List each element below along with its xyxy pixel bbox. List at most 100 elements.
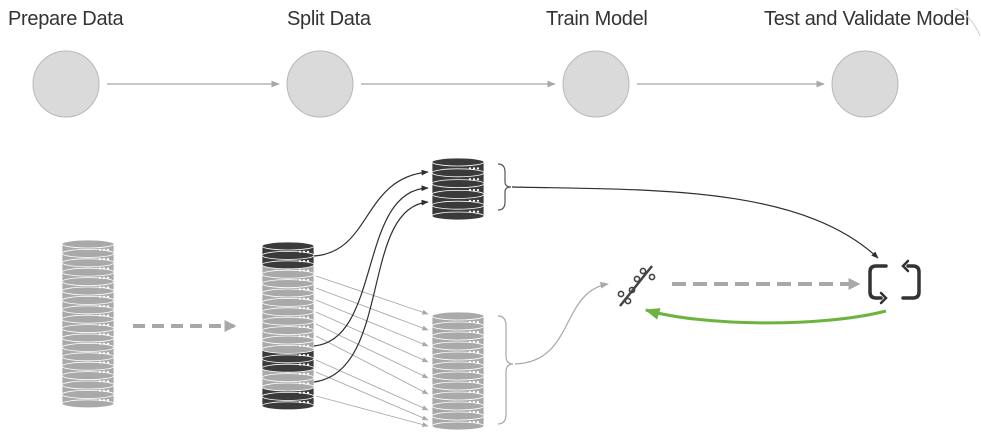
- disk-dot: [98, 352, 102, 355]
- split-arrow: [315, 311, 429, 363]
- full-dataset-icon: [61, 239, 115, 409]
- train-to-model-arrow: [511, 186, 879, 259]
- disk-dot: [98, 333, 102, 336]
- disk-dot: [476, 199, 480, 202]
- disk-dot: [468, 390, 472, 394]
- disk-dot: [302, 325, 306, 328]
- disk-dot: [102, 342, 106, 345]
- disk-dot: [98, 370, 102, 373]
- disk-dot: [102, 258, 106, 261]
- disk-dot: [298, 288, 302, 291]
- disk-dot: [298, 260, 302, 263]
- disk-dot: [476, 330, 480, 334]
- disk-dot: [468, 188, 472, 192]
- percent-icon: [617, 265, 656, 307]
- disk-dot: [306, 401, 310, 404]
- split-arrow: [315, 359, 429, 411]
- step-circle-prepare-data: [32, 50, 100, 118]
- disk-dot: [302, 307, 306, 310]
- disk-dot: [106, 258, 110, 261]
- disk-dot: [306, 382, 310, 385]
- disk-dot: [468, 350, 472, 354]
- step-circle-split-data: [286, 50, 354, 118]
- disk-dot: [472, 340, 476, 344]
- disk-dot: [306, 278, 310, 281]
- disk-dot: [102, 380, 106, 383]
- disk-dot: [106, 370, 110, 373]
- disk-dot: [468, 340, 472, 344]
- disk-dot: [98, 399, 102, 402]
- disk-dot: [306, 297, 310, 300]
- step-circle-train-model: [562, 50, 630, 118]
- disk-dot: [468, 330, 472, 334]
- disk-dot: [306, 344, 310, 347]
- disk-dot: [106, 276, 110, 279]
- disk-dot: [98, 314, 102, 317]
- disk-dot: [106, 361, 110, 364]
- disk-dot: [298, 382, 302, 385]
- disk-dot: [98, 286, 102, 289]
- disk-dot: [102, 361, 106, 364]
- disk-dot: [298, 344, 302, 347]
- disk-dot: [102, 248, 106, 251]
- disk-dot: [472, 400, 476, 404]
- disk-dot: [98, 323, 102, 326]
- disk-dot: [298, 297, 302, 300]
- disk-dot: [472, 330, 476, 334]
- disk-dot: [302, 363, 306, 366]
- disk-dot: [302, 288, 306, 291]
- disk-dot: [298, 391, 302, 394]
- disk-dot: [472, 210, 476, 213]
- disk-dot: [302, 316, 306, 319]
- split-arrow: [315, 395, 429, 427]
- disk-dot: [98, 248, 102, 251]
- disk-dot: [306, 391, 310, 394]
- disk-dot: [106, 399, 110, 402]
- disk-dot: [302, 297, 306, 300]
- disk-dot: [106, 314, 110, 317]
- disk-dot: [306, 363, 310, 366]
- database-top: [61, 239, 115, 249]
- disk-dot: [476, 320, 480, 324]
- disk-dot: [298, 363, 302, 366]
- disk-dot: [106, 286, 110, 289]
- split-arrow: [315, 323, 429, 379]
- disk-dot: [472, 420, 476, 424]
- database-top: [431, 157, 485, 167]
- split-arrow: [315, 275, 429, 315]
- step-label-train-model: Train Model: [546, 8, 648, 30]
- disk-dot: [298, 278, 302, 281]
- disk-dot: [476, 188, 480, 192]
- disk-dot: [306, 316, 310, 319]
- disk-dot: [106, 352, 110, 355]
- corner-decoration: [954, 7, 981, 37]
- disk-dot: [476, 400, 480, 404]
- feedback-arrow: [644, 308, 887, 325]
- disk-dot: [98, 305, 102, 308]
- disk-dot: [98, 276, 102, 279]
- disk-dot: [298, 354, 302, 357]
- disk-dot: [102, 352, 106, 355]
- disk-dot: [302, 354, 306, 357]
- disk-dot: [468, 410, 472, 414]
- disk-dot: [106, 323, 110, 326]
- test-to-metric-arrow: [514, 281, 609, 365]
- disk-dot: [476, 390, 480, 394]
- disk-dot: [476, 167, 480, 170]
- disk-dot: [298, 269, 302, 272]
- database-top: [431, 311, 485, 321]
- disk-dot: [306, 288, 310, 291]
- disk-dot: [302, 401, 306, 404]
- disk-dot: [102, 333, 106, 336]
- disk-dot: [106, 342, 110, 345]
- disk-dot: [476, 420, 480, 424]
- disk-dot: [102, 323, 106, 326]
- disk-dot: [468, 370, 472, 374]
- disk-dot: [472, 167, 476, 170]
- disk-dot: [102, 286, 106, 289]
- split-arrow: [315, 371, 429, 421]
- step-label-prepare-data: Prepare Data: [8, 8, 124, 30]
- split-arrow: [315, 287, 429, 331]
- training-set-icon: [431, 157, 485, 221]
- disk-dot: [102, 389, 106, 392]
